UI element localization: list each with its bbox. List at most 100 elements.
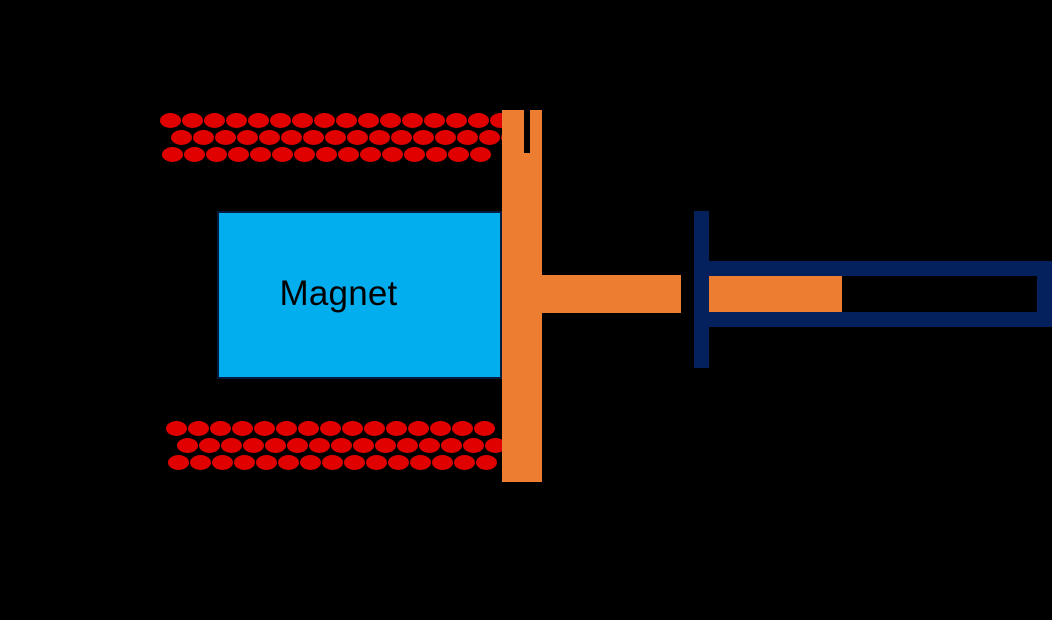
coil-dot <box>342 421 363 436</box>
coil-dot <box>248 113 269 128</box>
coil-dot <box>190 455 211 470</box>
coil-dot <box>441 438 462 453</box>
coil-dot <box>232 421 253 436</box>
coil-dot <box>193 130 214 145</box>
coil-dot <box>347 130 368 145</box>
coil-dot <box>424 113 445 128</box>
coil-dot <box>366 455 387 470</box>
coil-dot <box>254 421 275 436</box>
coil-dot <box>454 455 475 470</box>
coil-dot <box>177 438 198 453</box>
coil-dot <box>256 455 277 470</box>
coil-dot <box>476 455 497 470</box>
coil-dot <box>160 113 181 128</box>
frame-top-rail <box>702 261 1052 276</box>
coil-dot <box>426 147 447 162</box>
coil-dot <box>166 421 187 436</box>
coil-dot <box>391 130 412 145</box>
coil-dot <box>322 455 343 470</box>
coil-dot <box>300 455 321 470</box>
coil-dot <box>278 455 299 470</box>
coil-dot <box>404 147 425 162</box>
coil-dot <box>408 421 429 436</box>
coil-dot <box>228 147 249 162</box>
coil-dot <box>184 147 205 162</box>
coil-dot <box>303 130 324 145</box>
coil-dot <box>419 438 440 453</box>
coil-dot <box>382 147 403 162</box>
coil-dot <box>457 130 478 145</box>
armature-horizontal-arm <box>536 275 681 313</box>
coil-dot <box>432 455 453 470</box>
coil-dot <box>234 455 255 470</box>
coil-dot <box>320 421 341 436</box>
coil-dot <box>336 113 357 128</box>
coil-dot <box>474 421 495 436</box>
coil-dot <box>448 147 469 162</box>
coil-dot <box>397 438 418 453</box>
coil-dot <box>344 455 365 470</box>
coil-dot <box>221 438 242 453</box>
coil-dot <box>259 130 280 145</box>
coil-dot <box>314 113 335 128</box>
coil-dot <box>485 438 506 453</box>
coil-dot <box>188 421 209 436</box>
coil-dot <box>413 130 434 145</box>
coil-dot <box>265 438 286 453</box>
coil-dot <box>162 147 183 162</box>
coil-dot <box>364 421 385 436</box>
coil-dot <box>215 130 236 145</box>
coil-dot <box>309 438 330 453</box>
coil-dot <box>369 130 390 145</box>
coil-dot <box>358 113 379 128</box>
coil-dot <box>360 147 381 162</box>
coil-dot <box>182 113 203 128</box>
magnet-block: Magnet <box>217 211 502 379</box>
coil-dot <box>250 147 271 162</box>
coil-dot <box>375 438 396 453</box>
coil-dot <box>294 147 315 162</box>
coil-dot <box>206 147 227 162</box>
coil-dot <box>325 130 346 145</box>
coil-dot <box>388 455 409 470</box>
frame-right-end-cap <box>1037 261 1052 327</box>
coil-dot <box>212 455 233 470</box>
coil-dot <box>463 438 484 453</box>
coil-dot <box>470 147 491 162</box>
coil-dot <box>292 113 313 128</box>
coil-dot <box>168 455 189 470</box>
coil-dot <box>276 421 297 436</box>
coil-dot <box>281 130 302 145</box>
coil-dot <box>204 113 225 128</box>
piston-rod <box>702 275 842 313</box>
coil-dot <box>338 147 359 162</box>
coil-dot <box>479 130 500 145</box>
coil-dot <box>199 438 220 453</box>
armature-vertical-bar <box>502 110 542 482</box>
coil-dot <box>402 113 423 128</box>
coil-dot <box>171 130 192 145</box>
coil-dot <box>410 455 431 470</box>
coil-dot <box>298 421 319 436</box>
frame-vertical-post <box>694 211 709 368</box>
coil-dot <box>287 438 308 453</box>
coil-dot <box>430 421 451 436</box>
coil-dot <box>243 438 264 453</box>
coil-dot <box>386 421 407 436</box>
coil-dot <box>226 113 247 128</box>
coil-dot <box>272 147 293 162</box>
coil-dot <box>435 130 456 145</box>
frame-bottom-rail <box>702 312 1052 327</box>
coil-dot <box>237 130 258 145</box>
coil-dot <box>452 421 473 436</box>
coil-dot <box>380 113 401 128</box>
coil-dot <box>468 113 489 128</box>
coil-dot <box>446 113 467 128</box>
coil-dot <box>316 147 337 162</box>
coil-dot <box>270 113 291 128</box>
magnet-label: Magnet <box>279 273 398 313</box>
coil-dot <box>210 421 231 436</box>
armature-slot-notch <box>524 110 530 153</box>
coil-dot <box>353 438 374 453</box>
